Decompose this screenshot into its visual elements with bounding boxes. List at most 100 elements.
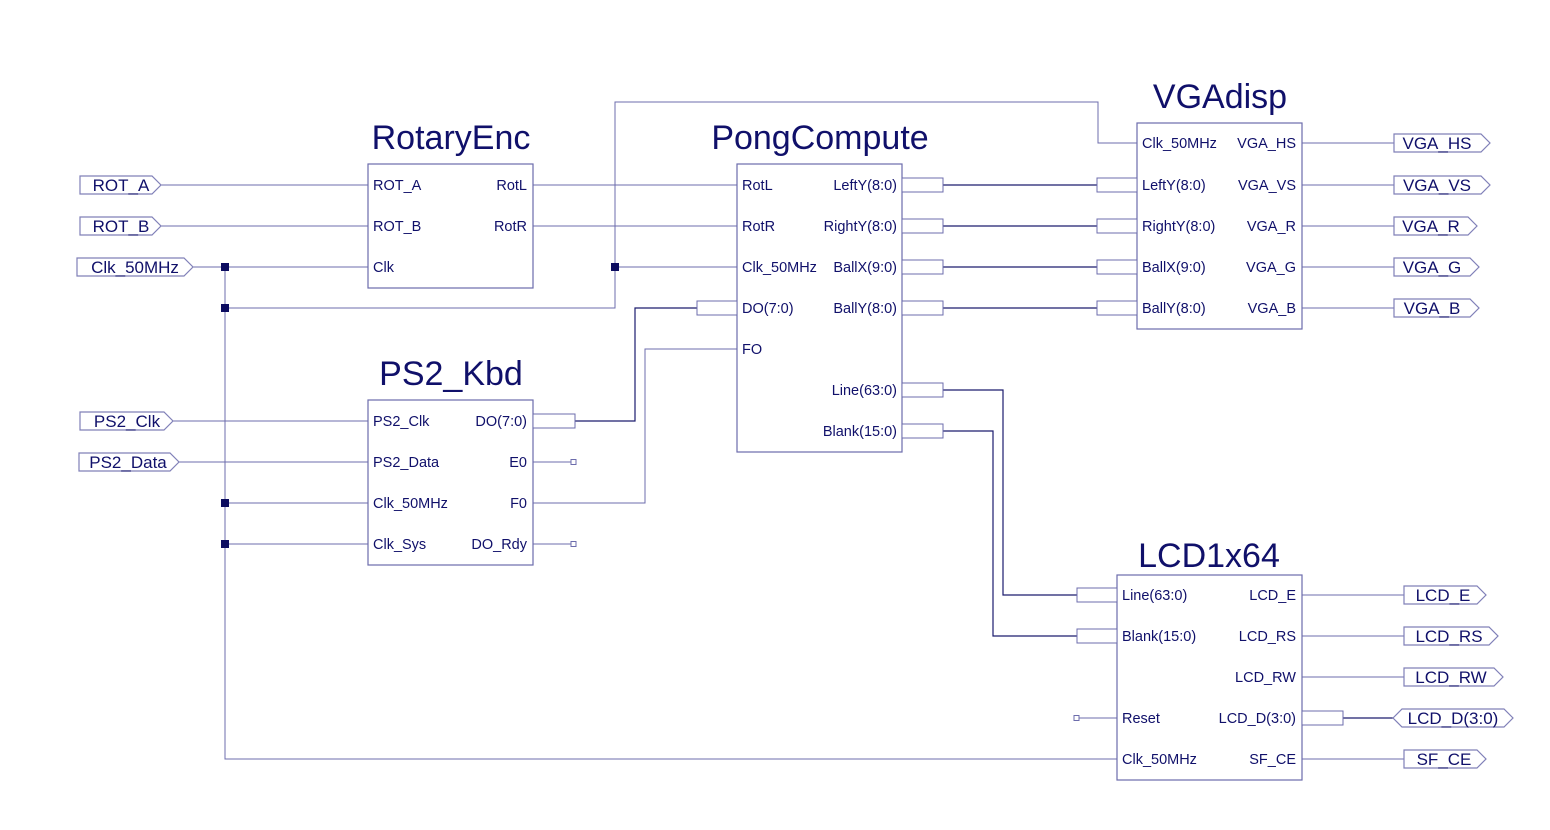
pin-label: SF_CE (1249, 752, 1296, 768)
pin-label: VGA_G (1246, 260, 1296, 276)
pin-label: LeftY(8:0) (833, 178, 897, 194)
bus-pin-stub (532, 413, 576, 429)
port-label: VGA_G (1403, 258, 1462, 277)
pin-label: Line(63:0) (1122, 588, 1187, 604)
block-body[interactable] (367, 163, 534, 289)
pin-label: RotL (496, 178, 527, 194)
pin-label: LCD_RS (1239, 629, 1296, 645)
pin-label: Clk_50MHz (1142, 136, 1217, 152)
block-rotaryenc[interactable]: RotaryEnc ROT_A ROT_B Clk RotL RotR (367, 119, 534, 289)
port-shape[interactable] (76, 257, 194, 277)
port-shape[interactable] (79, 216, 162, 236)
input-port-ps2-data[interactable]: PS2_Data (78, 452, 180, 472)
pin-label: Clk_50MHz (1122, 752, 1197, 768)
input-port-rot-a[interactable]: ROT_A (79, 175, 162, 195)
pin-label: PS2_Clk (373, 414, 430, 430)
pin-label: PS2_Data (373, 455, 440, 471)
output-port-vga-b[interactable]: VGA_B (1393, 298, 1480, 318)
junction-dot (221, 304, 229, 312)
pin-label: F0 (510, 496, 527, 512)
pin-label: RightY(8:0) (824, 219, 897, 235)
port-label: PS2_Data (89, 453, 167, 472)
input-port-clk-50mhz[interactable]: Clk_50MHz (76, 257, 194, 277)
pin-label: RotR (494, 219, 527, 235)
block-body[interactable] (367, 399, 534, 566)
port-shape[interactable] (1403, 585, 1487, 605)
block-pongcompute[interactable]: PongCompute RotL RotR Clk_50MHz DO(7:0) … (696, 119, 944, 453)
port-shape[interactable] (1393, 298, 1480, 318)
output-port-vga-hs[interactable]: VGA_HS (1393, 133, 1491, 153)
output-ports: VGA_HS VGA_VS VGA_R VGA_G VGA_B LCD_E LC… (1392, 133, 1514, 769)
bus-pin-stub (1076, 628, 1118, 644)
net-clk-trunk (224, 267, 1117, 760)
port-shape[interactable] (1403, 667, 1504, 687)
block-ps2kbd[interactable]: PS2_Kbd PS2_Clk PS2_Data Clk_50MHz Clk_S… (367, 355, 576, 566)
port-shape[interactable] (1393, 216, 1478, 236)
output-port-vga-r[interactable]: VGA_R (1393, 216, 1478, 236)
inout-port-lcd-d[interactable]: LCD_D(3:0) (1392, 708, 1514, 728)
junction-dot (221, 499, 229, 507)
pin-label: VGA_B (1248, 301, 1296, 317)
pin-label: BallY(8:0) (833, 301, 897, 317)
bus-pin-stub (901, 300, 944, 316)
port-shape[interactable] (1403, 626, 1499, 646)
port-shape[interactable] (78, 452, 180, 472)
output-port-sf-ce[interactable]: SF_CE (1403, 749, 1487, 769)
open-end-reset (1073, 715, 1080, 721)
input-port-ps2-clk[interactable]: PS2_Clk (79, 411, 174, 431)
pin-label: RotL (742, 178, 773, 194)
pin-label: LCD_D(3:0) (1219, 711, 1296, 727)
bus-pin-stub (696, 300, 738, 316)
block-title: LCD1x64 (1138, 537, 1280, 575)
port-label: LCD_RW (1415, 668, 1486, 687)
bus-pin-stub (1096, 300, 1138, 316)
block-vgadisp[interactable]: VGAdisp Clk_50MHz LeftY(8:0) RightY(8:0)… (1096, 78, 1303, 330)
port-shape[interactable] (79, 175, 162, 195)
pin-label: BallY(8:0) (1142, 301, 1206, 317)
pin-label: Clk_50MHz (373, 496, 448, 512)
output-port-lcd-rw[interactable]: LCD_RW (1403, 667, 1504, 687)
block-body[interactable] (1136, 122, 1303, 330)
pin-label: Reset (1122, 711, 1160, 727)
bus-pin-stub (901, 423, 944, 439)
port-label: VGA_R (1402, 217, 1460, 236)
pin-label: ROT_A (373, 178, 422, 194)
port-shape[interactable] (79, 411, 174, 431)
block-body[interactable] (736, 163, 903, 453)
block-body[interactable] (1116, 574, 1303, 781)
block-title: PongCompute (711, 119, 928, 157)
port-label: LCD_RS (1415, 627, 1482, 646)
pin-label: DO(7:0) (742, 301, 794, 317)
bus-pin-stub (901, 382, 944, 398)
input-port-rot-b[interactable]: ROT_B (79, 216, 162, 236)
junction-dot (221, 540, 229, 548)
port-shape[interactable] (1392, 708, 1514, 728)
output-port-vga-g[interactable]: VGA_G (1393, 257, 1480, 277)
bus-pin-stub (901, 259, 944, 275)
pin-label: Clk_50MHz (742, 260, 817, 276)
port-label: ROT_B (93, 217, 150, 236)
pin-label: DO_Rdy (471, 537, 527, 553)
block-title: RotaryEnc (372, 119, 531, 157)
open-end-dordy (570, 541, 577, 547)
pin-label: BallX(9:0) (833, 260, 897, 276)
block-lcd1x64[interactable]: LCD1x64 Line(63:0) Blank(15:0) Reset Clk… (1076, 537, 1344, 781)
port-shape[interactable] (1393, 133, 1491, 153)
output-port-lcd-rs[interactable]: LCD_RS (1403, 626, 1499, 646)
pin-label: ROT_B (373, 219, 421, 235)
open-end-e0 (570, 459, 577, 465)
port-shape[interactable] (1393, 175, 1491, 195)
block-title: VGAdisp (1153, 78, 1287, 116)
pin-label: LCD_E (1249, 588, 1296, 604)
port-shape[interactable] (1403, 749, 1487, 769)
bus-pin-stub (1096, 259, 1138, 275)
bus-line (943, 389, 1077, 596)
pin-label: LCD_RW (1235, 670, 1296, 686)
output-port-vga-vs[interactable]: VGA_VS (1393, 175, 1491, 195)
bus-blank (943, 430, 1077, 637)
bus-pin-stub (1096, 218, 1138, 234)
output-port-lcd-e[interactable]: LCD_E (1403, 585, 1487, 605)
bus-pin-stub (901, 177, 944, 193)
net-clk-vgadisp (225, 101, 1137, 309)
port-shape[interactable] (1393, 257, 1480, 277)
